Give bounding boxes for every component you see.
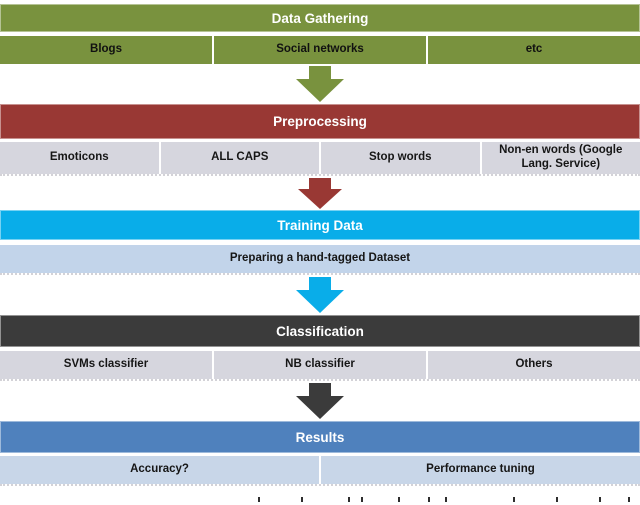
item-cell: Emoticons: [0, 142, 159, 174]
section-items-row: Accuracy?Performance tuning: [0, 456, 640, 486]
section-title: Data Gathering: [271, 10, 369, 26]
item-cell: Non-en words (Google Lang. Service): [481, 142, 640, 174]
caption-glyph-top: [348, 497, 350, 502]
section-items-row: Preparing a hand-tagged Dataset: [0, 245, 640, 275]
down-arrow-icon: [296, 277, 344, 313]
section-title: Classification: [276, 323, 364, 339]
item-cell: Accuracy?: [0, 456, 319, 484]
item-cell: ALL CAPS: [160, 142, 319, 174]
caption-glyph-top: [445, 497, 447, 502]
caption-glyph-top: [628, 497, 630, 502]
item-cell: Performance tuning: [321, 456, 640, 484]
caption-glyph-top: [258, 497, 260, 502]
caption-glyph-top: [599, 497, 601, 502]
section-training-data: Training Data Preparing a hand-tagged Da…: [0, 210, 640, 315]
arrow-zone: [0, 275, 640, 315]
section-results: Results Accuracy?Performance tuning: [0, 421, 640, 486]
section-header-results: Results: [0, 421, 640, 453]
item-cell: Blogs: [0, 36, 212, 64]
arrow-zone: [0, 176, 640, 210]
section-title: Training Data: [277, 217, 363, 233]
caption-glyph-top: [361, 497, 363, 502]
caption-glyph-top: [428, 497, 430, 502]
section-header-data-gathering: Data Gathering: [0, 4, 640, 32]
arrow-zone: [0, 64, 640, 104]
down-arrow-icon: [296, 383, 344, 419]
item-cell: SVMs classifier: [0, 351, 212, 379]
down-arrow-icon: [298, 178, 342, 209]
caption-glyph-top: [556, 497, 558, 502]
caption-glyph-top: [301, 497, 303, 502]
item-cell: NB classifier: [214, 351, 426, 379]
section-title: Preprocessing: [273, 114, 367, 129]
section-header-training-data: Training Data: [0, 210, 640, 240]
down-arrow-icon: [296, 66, 344, 102]
section-title: Results: [295, 429, 345, 445]
caption-glyph-top: [513, 497, 515, 502]
item-cell: Stop words: [321, 142, 480, 174]
item-cell: Preparing a hand-tagged Dataset: [0, 245, 640, 273]
section-header-classification: Classification: [0, 315, 640, 347]
item-cell: etc: [428, 36, 640, 64]
section-header-preprocessing: Preprocessing: [0, 104, 640, 139]
caption-glyph-top: [398, 497, 400, 502]
arrow-zone: [0, 381, 640, 421]
item-cell: Social networks: [214, 36, 426, 64]
item-cell: Others: [428, 351, 640, 379]
